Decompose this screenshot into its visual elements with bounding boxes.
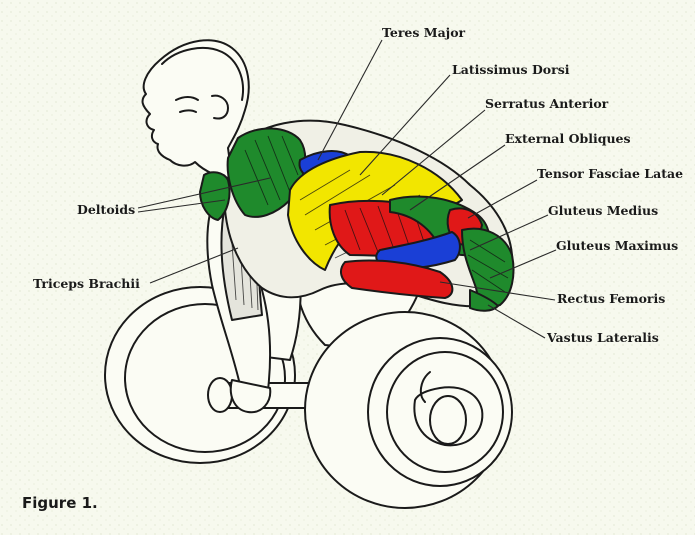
label-gluteus-medius: Gluteus Medius — [548, 203, 658, 218]
label-deltoids: Deltoids — [77, 202, 135, 217]
label-vastus-lateralis: Vastus Lateralis — [546, 330, 659, 345]
label-rectus-femoris: Rectus Femoris — [557, 291, 665, 306]
label-teres-major: Teres Major — [382, 25, 466, 40]
figure-caption: Figure 1. — [22, 494, 98, 512]
label-external-obliques: External Obliques — [505, 131, 631, 146]
label-triceps-brachii: Triceps Brachii — [33, 276, 140, 291]
label-serratus-anterior: Serratus Anterior — [485, 96, 609, 111]
label-tensor-fasciae-latae: Tensor Fasciae Latae — [537, 166, 683, 181]
label-gluteus-maximus: Gluteus Maximus — [556, 238, 678, 253]
label-latissimus-dorsi: Latissimus Dorsi — [452, 62, 570, 77]
